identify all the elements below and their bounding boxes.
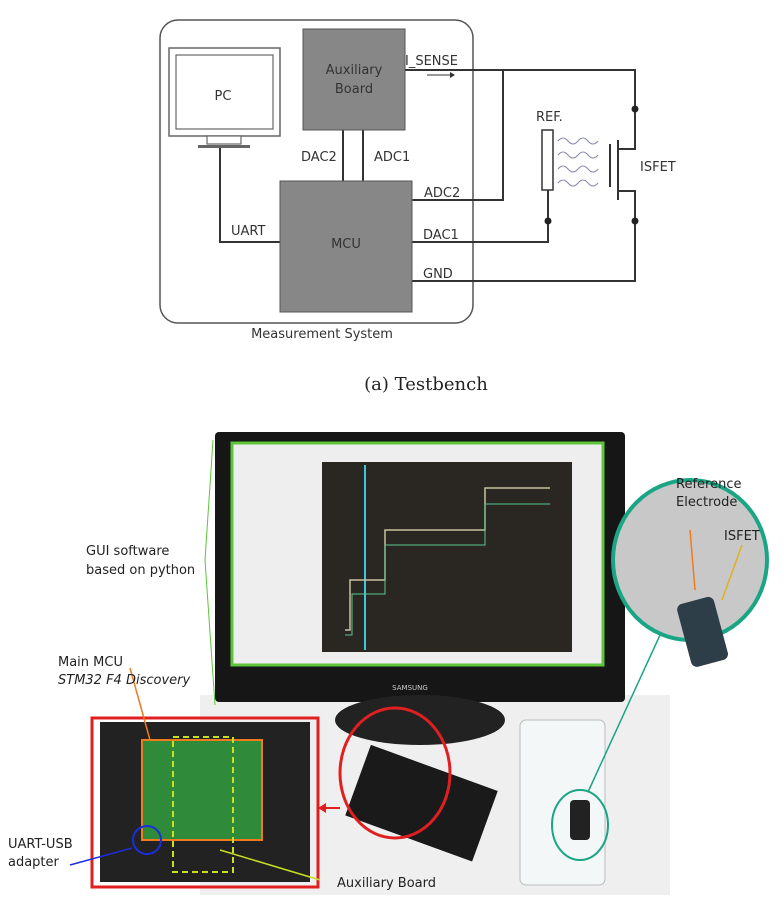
testbench-photo: SAMSUNG GUI software based on python Mai…	[8, 432, 769, 895]
mcu-label-line1: Main MCU	[58, 655, 123, 670]
isfet-zoom-sensor	[677, 596, 728, 667]
uart-label: UART	[231, 224, 265, 239]
measurement-system-label: Measurement System	[251, 327, 393, 342]
pc-label: PC	[215, 89, 232, 104]
aux-board-label-line2: Board	[335, 82, 373, 97]
monitor-stand	[335, 695, 505, 745]
ref-pointer	[689, 529, 696, 591]
isfet-pointer	[721, 544, 743, 601]
aux-board-photo-label: Auxiliary Board	[337, 876, 436, 891]
gui-highlight-box	[230, 441, 605, 667]
sensor-highlight-circle	[551, 789, 609, 861]
uart-pointer	[69, 847, 133, 866]
mcu-label-line2: STM32 F4 Discovery	[58, 673, 190, 688]
figure-caption: (a) Testbench	[364, 374, 488, 395]
board-highlight-box	[90, 716, 320, 889]
wires	[219, 69, 636, 282]
plot-trace-2	[345, 503, 550, 636]
mcu-label: MCU	[331, 237, 361, 252]
mcu-highlight-box	[141, 739, 263, 841]
uart-highlight-circle	[132, 825, 162, 855]
testbench-diagram: PC Auxiliary Board MCU	[159, 19, 676, 395]
beaker	[519, 719, 606, 886]
i-sense-label: I_SENSE	[405, 54, 458, 69]
mcu-block	[279, 180, 413, 313]
red-arrow-head-icon	[318, 803, 326, 813]
isfet-label: ISFET	[640, 160, 676, 175]
aux-highlight-circle	[338, 706, 452, 840]
gnd-label: GND	[423, 267, 453, 282]
uart-label-line1: UART-USB	[8, 837, 73, 852]
uart-label-line2: adapter	[8, 855, 60, 870]
reference-electrode	[541, 129, 554, 191]
dac1-label: DAC1	[423, 228, 459, 243]
gui-plot	[322, 462, 572, 652]
isfet-sensor	[570, 800, 590, 840]
monitor-brand: SAMSUNG	[392, 684, 428, 692]
ref-label-line1: Reference	[676, 477, 741, 492]
adc2-label: ADC2	[424, 186, 460, 201]
ref-label-line2: Electrode	[676, 495, 737, 510]
node-dot	[544, 217, 552, 225]
ref-label: REF.	[536, 110, 563, 125]
gui-brace	[204, 439, 216, 706]
node-dot	[631, 217, 639, 225]
aux-pointer	[219, 849, 321, 881]
aux-highlight-box	[172, 736, 234, 873]
aux-board-enclosure	[345, 744, 498, 862]
zoom-arrow-icon	[587, 634, 661, 793]
aux-board-label-line1: Auxiliary	[326, 63, 383, 78]
node-dot	[631, 105, 639, 113]
gui-label-line2: based on python	[86, 563, 195, 578]
gui-label-line1: GUI software	[86, 544, 169, 559]
auxiliary-board-block	[302, 28, 406, 131]
adc1-label: ADC1	[374, 150, 410, 165]
mcu-pointer	[129, 667, 151, 741]
solution-waves-icon	[557, 137, 599, 187]
pc-monitor-icon	[168, 47, 281, 148]
dac2-label: DAC2	[301, 150, 337, 165]
stm32-board	[142, 740, 262, 840]
arrow-head-icon	[450, 72, 455, 78]
isfet-photo-label: ISFET	[724, 529, 760, 544]
